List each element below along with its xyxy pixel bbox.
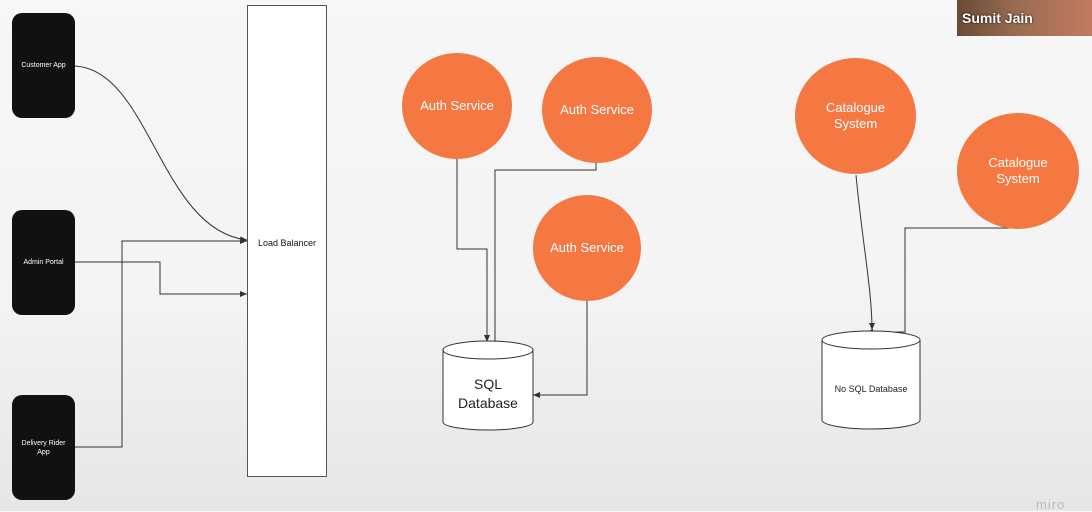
edge-customer-to-lb (74, 65, 248, 243)
catalogue-system-label-2: Catalogue System (988, 155, 1047, 187)
sql-database-label: SQL Database (443, 375, 533, 413)
miro-watermark: miro (1036, 497, 1066, 512)
auth-service-node-1[interactable]: Auth Service (402, 53, 512, 159)
sql-database-cylinder (442, 340, 534, 431)
sql-database-label-line2: Database (458, 395, 518, 411)
delivery-rider-app-node[interactable]: Delivery Rider App (12, 395, 75, 500)
catalogue-system-label-1-line2: System (833, 116, 878, 131)
edge-auth1-to-sql (456, 158, 490, 342)
auth-service-label-3: Auth Service (550, 240, 624, 255)
sql-database-label-line1: SQL (473, 376, 502, 392)
edge-rider-to-lb (75, 238, 247, 448)
catalogue-system-label-1: Catalogue System (826, 100, 885, 132)
catalogue-system-node-1[interactable]: Catalogue System (795, 58, 916, 174)
delivery-rider-app-label: Delivery Rider App (21, 439, 66, 456)
presenter-name: Sumit Jain (962, 10, 1033, 26)
customer-app-node[interactable]: Customer App (12, 13, 75, 118)
edge-admin-to-lb (75, 261, 247, 297)
auth-service-label-2: Auth Service (560, 102, 634, 117)
presenter-webcam: Sumit Jain (957, 0, 1092, 36)
edge-auth3-to-sql (533, 300, 588, 398)
auth-service-node-2[interactable]: Auth Service (542, 57, 652, 163)
admin-portal-label: Admin Portal (23, 259, 64, 266)
admin-portal-node[interactable]: Admin Portal (12, 210, 75, 315)
load-balancer-node[interactable]: Load Balancer (247, 5, 327, 477)
edge-catalogue1-to-nosql (855, 174, 875, 331)
load-balancer-label: Load Balancer (257, 238, 317, 248)
nosql-database-label: No SQL Database (834, 384, 908, 394)
edge-catalogue2-to-nosql (866, 227, 1018, 335)
catalogue-system-label-2-line2: System (996, 171, 1040, 186)
auth-service-label-1: Auth Service (420, 98, 494, 113)
catalogue-system-node-2[interactable]: Catalogue System (957, 113, 1079, 229)
catalogue-system-label-1-line1: Catalogue (825, 100, 886, 115)
nosql-database-cylinder (821, 330, 921, 430)
auth-service-node-3[interactable]: Auth Service (533, 195, 641, 301)
catalogue-system-label-2-line1: Catalogue (988, 155, 1048, 170)
customer-app-label: Customer App (21, 62, 66, 69)
